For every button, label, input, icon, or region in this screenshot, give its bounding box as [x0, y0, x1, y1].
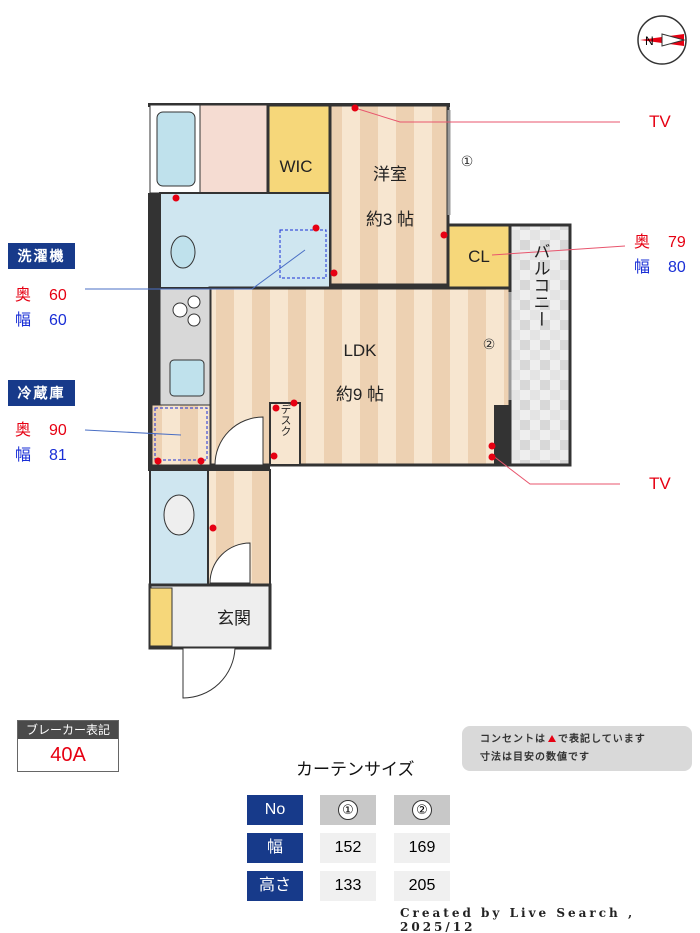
tv-label-top: TV — [649, 112, 671, 131]
closet-label: CL — [468, 247, 490, 266]
note-box: コンセントは で表記しています 寸法は目安の数値です — [462, 726, 692, 771]
entrance-label: 玄関 — [217, 609, 251, 628]
svg-text:N: N — [645, 34, 654, 48]
desk-label: デスク — [279, 402, 291, 436]
note-text: 寸法は目安の数値です — [480, 752, 590, 763]
tv-label-bottom: TV — [649, 474, 671, 493]
window-marker-2: ② — [483, 336, 496, 352]
breaker-value: 40A — [18, 739, 118, 771]
western-room — [328, 103, 450, 287]
note-text: で表記しています — [558, 734, 646, 745]
header-no: No — [247, 795, 303, 825]
breaker-box: ブレーカー表記 40A — [17, 720, 119, 772]
table-cell: 169 — [394, 833, 450, 863]
table-cell: 205 — [394, 871, 450, 901]
breaker-title: ブレーカー表記 — [18, 721, 118, 739]
header-2: ② — [394, 795, 450, 825]
ldk-size: 約9 帖 — [336, 385, 384, 404]
washing-machine-space — [279, 229, 327, 279]
header-1: ① — [320, 795, 376, 825]
ldk-label: LDK — [343, 341, 377, 360]
note-text: コンセントは — [480, 734, 546, 745]
window-marker-1: ① — [461, 153, 474, 169]
balcony-label: バルコニー — [531, 243, 550, 328]
western-room-size: 約3 帖 — [366, 210, 414, 229]
table-cell: 152 — [320, 833, 376, 863]
compass-icon: N — [637, 15, 687, 65]
western-room-label: 洋室 — [373, 165, 407, 184]
closet — [446, 223, 512, 290]
row-label-height: 高さ — [247, 871, 303, 901]
refrigerator-title: 冷蔵庫 — [8, 380, 75, 406]
row-label-width: 幅 — [247, 833, 303, 863]
washing-machine-title: 洗濯機 — [8, 243, 75, 269]
bathroom — [199, 104, 269, 194]
table-cell: 133 — [320, 871, 376, 901]
curtain-title: カーテンサイズ — [296, 760, 415, 779]
outlet-markers — [154, 104, 496, 532]
wic-label: WIC — [279, 157, 312, 176]
outlet-marker-icon — [548, 735, 556, 742]
credit-text: Created by Live Search , 2025/12 — [400, 906, 636, 933]
